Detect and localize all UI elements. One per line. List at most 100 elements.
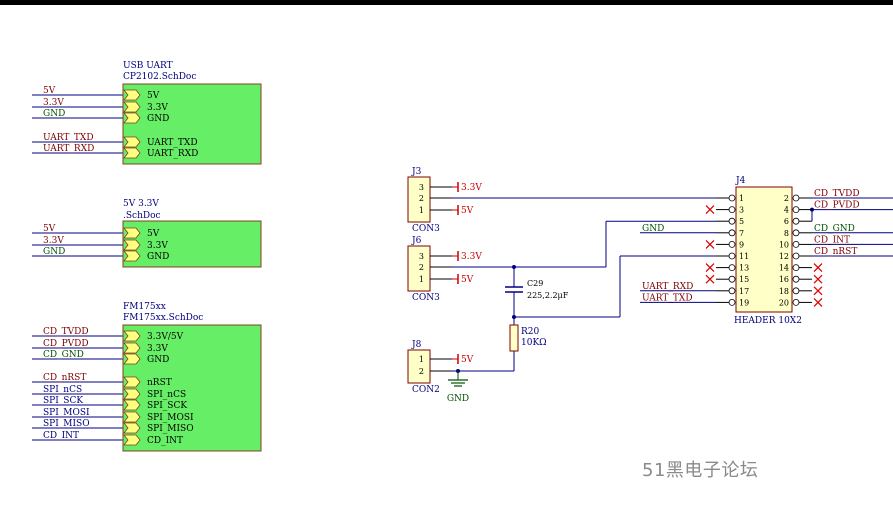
no-connect-mark (705, 205, 715, 215)
header-designator: J4 (735, 176, 746, 186)
net-label: GND (43, 247, 65, 257)
pin-number: 1 (419, 355, 424, 364)
pin-socket (728, 194, 736, 202)
connector-body (407, 349, 431, 384)
power-port: 3.3V (452, 182, 482, 193)
gnd-label: GND (447, 394, 469, 404)
net-label: UART_TXD (642, 293, 693, 303)
net-label: CD_nRST (814, 247, 857, 257)
sheet-entry-label: GND (147, 252, 169, 262)
net-label: 3.3V (43, 98, 64, 108)
pin-number: 2 (419, 194, 424, 203)
pin-number: 13 (739, 264, 749, 273)
capacitor-value: 225,2.2μF (527, 291, 569, 300)
pin-number: 1 (419, 206, 424, 215)
resistor-designator: R20 (521, 327, 540, 337)
no-connect-stroke (705, 239, 715, 249)
net-label: SPI_MISO (43, 419, 90, 429)
power-port-label: 5V (461, 275, 474, 285)
pin-number: 3 (419, 252, 424, 261)
pin-number: 8 (784, 229, 789, 238)
sheet-filename: CP2102.SchDoc (123, 72, 196, 82)
pin-number: 19 (739, 298, 749, 307)
sheet-entry-label: 3.3V (147, 241, 168, 251)
pin-number: 17 (739, 287, 749, 296)
net-label: 5V (43, 224, 56, 234)
sheet-entry-arrow (123, 411, 141, 423)
connector-body (407, 245, 431, 292)
pin-socket (792, 240, 800, 248)
pin-socket (728, 287, 736, 295)
no-connect-mark (813, 286, 823, 296)
power-port: 5V (452, 274, 474, 285)
header-type: HEADER 10X2 (734, 316, 802, 326)
sheet-entry-arrow (123, 376, 141, 388)
pin-number: 2 (419, 367, 424, 376)
no-connect-stroke (813, 286, 823, 296)
pin-socket (728, 240, 736, 248)
pin-number: 7 (739, 229, 744, 238)
top-border (0, 0, 893, 5)
sheet-entry-arrow (123, 89, 141, 101)
sheet-entry-arrow (123, 147, 141, 159)
no-connect-stroke (813, 263, 823, 273)
sheet-entry-label: SPI_SCK (147, 401, 187, 411)
sheet-entry-arrow (123, 330, 141, 342)
net-label: CD_nRST (43, 373, 86, 383)
net-label: CD_INT (814, 235, 850, 245)
net-label: CD_GND (814, 224, 855, 234)
sheet-body (122, 324, 262, 452)
sheet-body (122, 220, 262, 268)
pin-socket (792, 194, 800, 202)
pin-number: 16 (779, 275, 789, 284)
no-connect-stroke (813, 274, 823, 284)
sheet-entry-arrow (123, 112, 141, 124)
connector-type: CON3 (412, 224, 440, 234)
pin-socket (792, 252, 800, 260)
sheet-entry-label: GND (147, 114, 169, 124)
sheet-designator: USB UART (123, 61, 173, 71)
pin-number: 3 (739, 206, 744, 215)
sheet-entry-label: nRST (147, 378, 172, 388)
connector-designator: J8 (411, 340, 422, 350)
sheet-designator: FM175xx (123, 302, 166, 312)
net-label: UART_RXD (642, 282, 693, 292)
connector-designator: J6 (411, 236, 422, 246)
pin-number: 2 (419, 263, 424, 272)
net-label: SPI_nCS (43, 385, 82, 395)
no-connect-stroke (705, 274, 715, 284)
pin-socket (792, 264, 800, 272)
pin-socket (792, 287, 800, 295)
sheet-entry-arrow (123, 342, 141, 354)
no-connect-stroke (813, 297, 823, 307)
pin-socket (792, 229, 800, 237)
power-port: 5V (452, 205, 474, 216)
pin-number: 1 (419, 275, 424, 284)
sheet-entry-arrow (123, 101, 141, 113)
power-port: 5V (452, 354, 474, 365)
pin-number: 12 (779, 252, 789, 261)
sheet-entry-arrow (123, 434, 141, 446)
net-label: CD_INT (43, 431, 79, 441)
sheet-entry-arrow (123, 239, 141, 251)
no-connect-stroke (705, 263, 715, 273)
connector-body (407, 176, 431, 223)
no-connect-mark (705, 263, 715, 273)
sheet-entry-label: 5V (147, 91, 160, 101)
pin-number: 2 (784, 194, 789, 203)
net-label: 3.3V (43, 236, 64, 246)
pin-socket (728, 252, 736, 260)
pin-number: 5 (739, 217, 744, 226)
connector-type: CON2 (412, 385, 440, 395)
no-connect-mark (813, 274, 823, 284)
net-label: GND (642, 224, 664, 234)
sheet-entry-arrow (123, 388, 141, 400)
net-label: CD_PVDD (814, 201, 860, 211)
sheet-filename: FM175xx.SchDoc (123, 313, 203, 323)
power-port-label: 5V (461, 206, 474, 216)
net-label: CD_TVDD (43, 327, 89, 337)
